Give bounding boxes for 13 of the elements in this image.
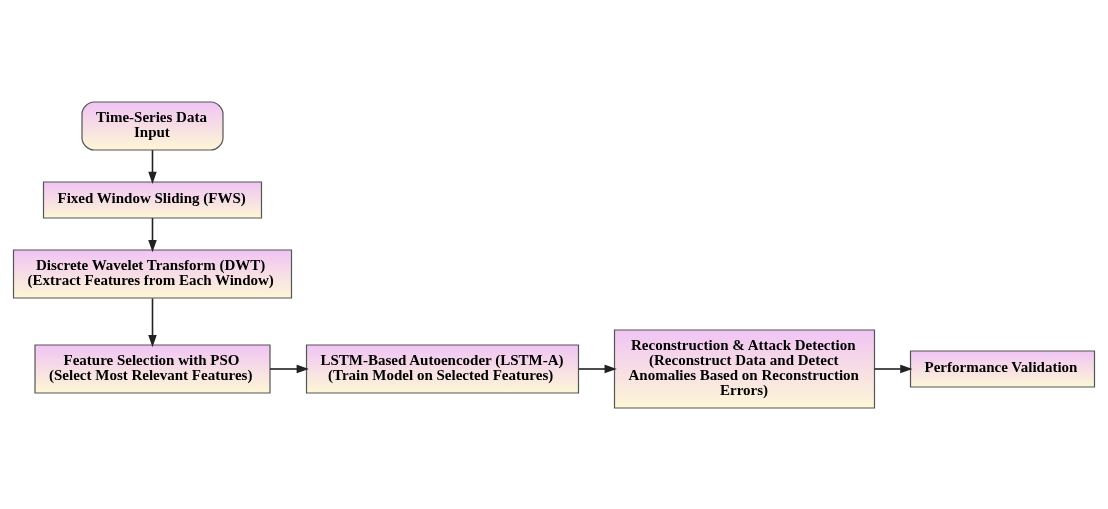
- node-box: Reconstruction & Attack Detection (Reconstruct Data and Detect Anomalies Based on Reconstruction Errors): [613, 328, 876, 409]
- arrow: [873, 364, 913, 373]
- arrow: [577, 364, 617, 373]
- arrow: [269, 364, 309, 373]
- arrow: [148, 216, 157, 252]
- node-box: Time-Series Data Input: [81, 100, 224, 151]
- node-box: Feature Selection with PSO (Select Most Relevant Features): [34, 343, 271, 394]
- arrow: [148, 297, 157, 347]
- node-box: Performance Validation: [909, 349, 1096, 388]
- arrow: [148, 148, 157, 184]
- node-box: Fixed Window Sliding (FWS): [42, 180, 263, 219]
- node-box: Discrete Wavelet Transform (DWT) (Extract Features from Each Window): [12, 248, 293, 299]
- node-box: LSTM-Based Autoencoder (LSTM-A) (Train Model on Selected Features): [305, 343, 580, 394]
